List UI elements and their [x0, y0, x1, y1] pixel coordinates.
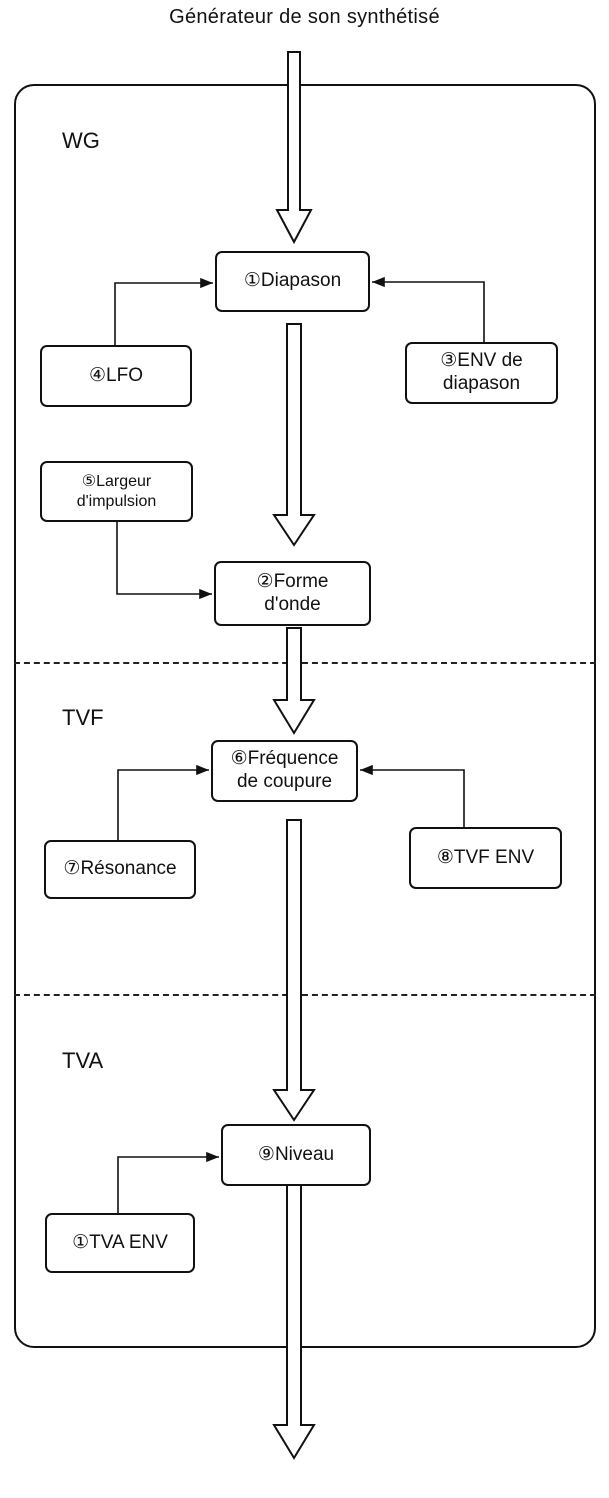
- signal-arrow-cutoff-to-level: [272, 819, 316, 1122]
- section-divider-tvf-tva: [14, 994, 596, 996]
- connector-lfo-to-pitch: [114, 277, 213, 345]
- box-resonance: ⑦Résonance: [44, 840, 196, 899]
- box-pitch: ①Diapason: [215, 251, 370, 312]
- box-level: ⑨Niveau: [221, 1124, 371, 1186]
- box-pulse-width: ⑤Largeur d'impulsion: [40, 461, 193, 522]
- connector-pitch-env-to-pitch: [372, 276, 485, 342]
- connector-tvf-env-to-cutoff: [360, 764, 465, 827]
- signal-arrow-input: [275, 51, 313, 245]
- box-pitch-env: ③ENV de diapason: [405, 342, 558, 404]
- diagram-title: Générateur de son synthétisé: [169, 6, 440, 28]
- section-label-wg: WG: [62, 128, 100, 153]
- box-lfo: ④LFO: [40, 345, 192, 407]
- box-cutoff: ⑥Fréquence de coupure: [211, 740, 358, 802]
- section-label-tvf: TVF: [62, 705, 104, 730]
- box-tvf-env: ⑧TVF ENV: [409, 827, 562, 889]
- section-divider-wg-tvf: [14, 662, 596, 664]
- connector-pulse-width-to-waveform: [116, 522, 212, 600]
- box-waveform: ②Forme d'onde: [214, 561, 371, 626]
- signal-arrow-output: [272, 1173, 316, 1460]
- connector-tva-env-to-level: [117, 1151, 219, 1213]
- signal-arrow-waveform-to-cutoff: [272, 627, 316, 735]
- signal-arrow-pitch-to-waveform: [272, 323, 316, 547]
- box-tva-env: ①TVA ENV: [45, 1213, 195, 1273]
- connector-resonance-to-cutoff: [117, 764, 209, 840]
- section-label-tva: TVA: [62, 1048, 104, 1073]
- synth-block-frame: [14, 84, 596, 1348]
